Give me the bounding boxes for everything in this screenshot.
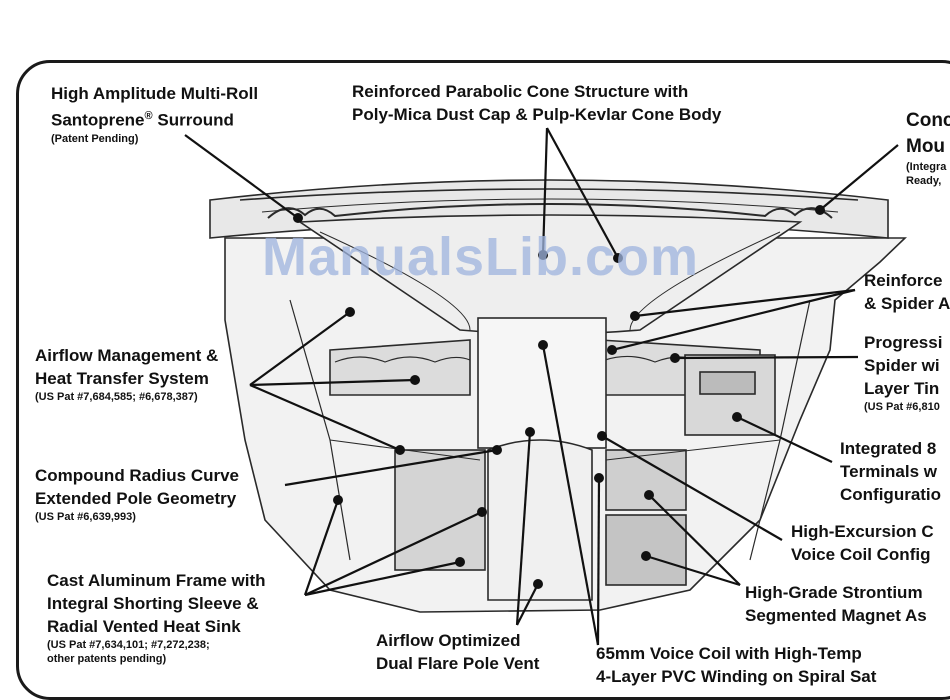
callout-mount-line2: Mou [906, 136, 946, 157]
callout-compound-line1: Compound Radius Curve [35, 466, 240, 485]
callout-compound-note: (US Pat #6,639,993) [35, 511, 136, 523]
callout-frame-note2: other patents pending) [47, 653, 167, 665]
dot-polevent-1 [525, 427, 535, 437]
callout-cone-line1: Reinforced Parabolic Cone Structure with [352, 82, 689, 101]
callout-mount-line1: Conc [906, 110, 950, 131]
callout-frame-line1: Cast Aluminum Frame with [47, 571, 266, 590]
registered-mark: ® [144, 110, 153, 122]
dot-mount [815, 205, 825, 215]
callout-airflow-line2: Heat Transfer System [35, 369, 209, 388]
callout-airflow: Airflow Management & Heat Transfer Syste… [35, 344, 218, 404]
callout-progressive-line1: Progressi [864, 333, 943, 352]
callout-excursion-line1: High-Excursion C [791, 522, 934, 541]
callout-progressive-line3: Layer Tin [864, 379, 940, 398]
dot-compound [492, 445, 502, 455]
callout-frame-line3: Radial Vented Heat Sink [47, 617, 241, 636]
callout-integrated: Integrated 8 Terminals w Configuratio [840, 437, 941, 506]
callout-reinforce-line2: & Spider A [864, 294, 950, 313]
callout-surround-rest: Surround [152, 110, 234, 130]
dot-airflow-2 [410, 375, 420, 385]
dot-strontium-1 [644, 490, 654, 500]
callout-surround-santoprene: Santoprene [51, 110, 145, 130]
dot-reinforce-2 [607, 345, 617, 355]
dot-polevent-2 [533, 579, 543, 589]
callout-surround: High Amplitude Multi-Roll Santoprene® Su… [51, 82, 258, 146]
callout-surround-line2: Santoprene® Surround [51, 105, 258, 132]
callout-frame-line2: Integral Shorting Sleeve & [47, 594, 259, 613]
dot-reinforce-1 [630, 311, 640, 321]
dot-airflow-1 [345, 307, 355, 317]
callout-integrated-line2: Terminals w [840, 462, 937, 481]
callout-mount: Conc Mou (Integra Ready, [906, 108, 950, 188]
dot-frame-3 [455, 557, 465, 567]
watermark-text: ManualsLib.com [262, 227, 700, 287]
dot-frame-2 [477, 507, 487, 517]
callout-airflow-line1: Airflow Management & [35, 346, 219, 365]
callout-strontium-line1: High-Grade Strontium [745, 583, 923, 602]
callout-polevent-line1: Airflow Optimized [376, 631, 521, 650]
pole-piece [477, 317, 607, 449]
callout-mount-note1: (Integra [906, 161, 947, 173]
dot-airflow-3 [395, 445, 405, 455]
magnet-block-lower [605, 514, 687, 586]
dot-strontium-2 [641, 551, 651, 561]
callout-strontium-line2: Segmented Magnet As [745, 606, 927, 625]
dot-surround [293, 213, 303, 223]
dot-frame-1 [333, 495, 343, 505]
callout-progressive-line2: Spider wi [864, 356, 940, 375]
dot-progressive [670, 353, 680, 363]
callout-compound: Compound Radius Curve Extended Pole Geom… [35, 464, 239, 524]
spider-left [329, 339, 471, 396]
dot-cone-1 [538, 250, 548, 260]
callout-voicecoil-line1: 65mm Voice Coil with High-Temp [596, 644, 862, 663]
callout-voicecoil: 65mm Voice Coil with High-Temp 4-Layer P… [596, 642, 876, 688]
callout-reinforce-line1: Reinforce [864, 271, 943, 290]
callout-cone: Reinforced Parabolic Cone Structure with… [352, 80, 721, 126]
callout-integrated-line3: Configuratio [840, 485, 942, 504]
callout-integrated-line1: Integrated 8 [840, 439, 937, 458]
callout-progressive-note: (US Pat #6,810 [864, 401, 940, 413]
callout-cone-line2: Poly-Mica Dust Cap & Pulp-Kevlar Cone Bo… [352, 105, 722, 124]
callout-reinforce: Reinforce & Spider A [864, 269, 950, 315]
callout-strontium: High-Grade Strontium Segmented Magnet As [745, 581, 927, 627]
callout-progressive: Progressi Spider wi Layer Tin (US Pat #6… [864, 331, 942, 414]
callout-compound-line2: Extended Pole Geometry [35, 489, 237, 508]
callout-polevent: Airflow Optimized Dual Flare Pole Vent [376, 629, 539, 675]
dot-integrated [732, 412, 742, 422]
dot-cone-2 [613, 253, 623, 263]
callout-excursion-line2: Voice Coil Config [791, 545, 931, 564]
callout-surround-note: (Patent Pending) [51, 132, 139, 145]
surround-roll [267, 203, 833, 219]
callout-voicecoil-line2: 4-Layer PVC Winding on Spiral Sat [596, 667, 877, 686]
callout-polevent-line2: Dual Flare Pole Vent [376, 654, 540, 673]
magnet-block-left [394, 449, 486, 571]
terminal-block [684, 354, 776, 436]
magnet-block-upper [605, 449, 687, 511]
callout-excursion: High-Excursion C Voice Coil Config [791, 520, 934, 566]
dot-excursion [597, 431, 607, 441]
callout-mount-note2: Ready, [906, 175, 942, 187]
callout-frame-note1: (US Pat #7,634,101; #7,272,238; [47, 639, 210, 651]
dot-voicecoil-2 [594, 473, 604, 483]
speaker-cutaway-illustration [184, 127, 907, 646]
callout-surround-line1: High Amplitude Multi-Roll [51, 84, 259, 103]
dot-voicecoil-1 [538, 340, 548, 350]
callout-frame: Cast Aluminum Frame with Integral Shorti… [47, 569, 266, 666]
callout-airflow-note: (US Pat #7,684,585; #6,678,387) [35, 391, 198, 403]
